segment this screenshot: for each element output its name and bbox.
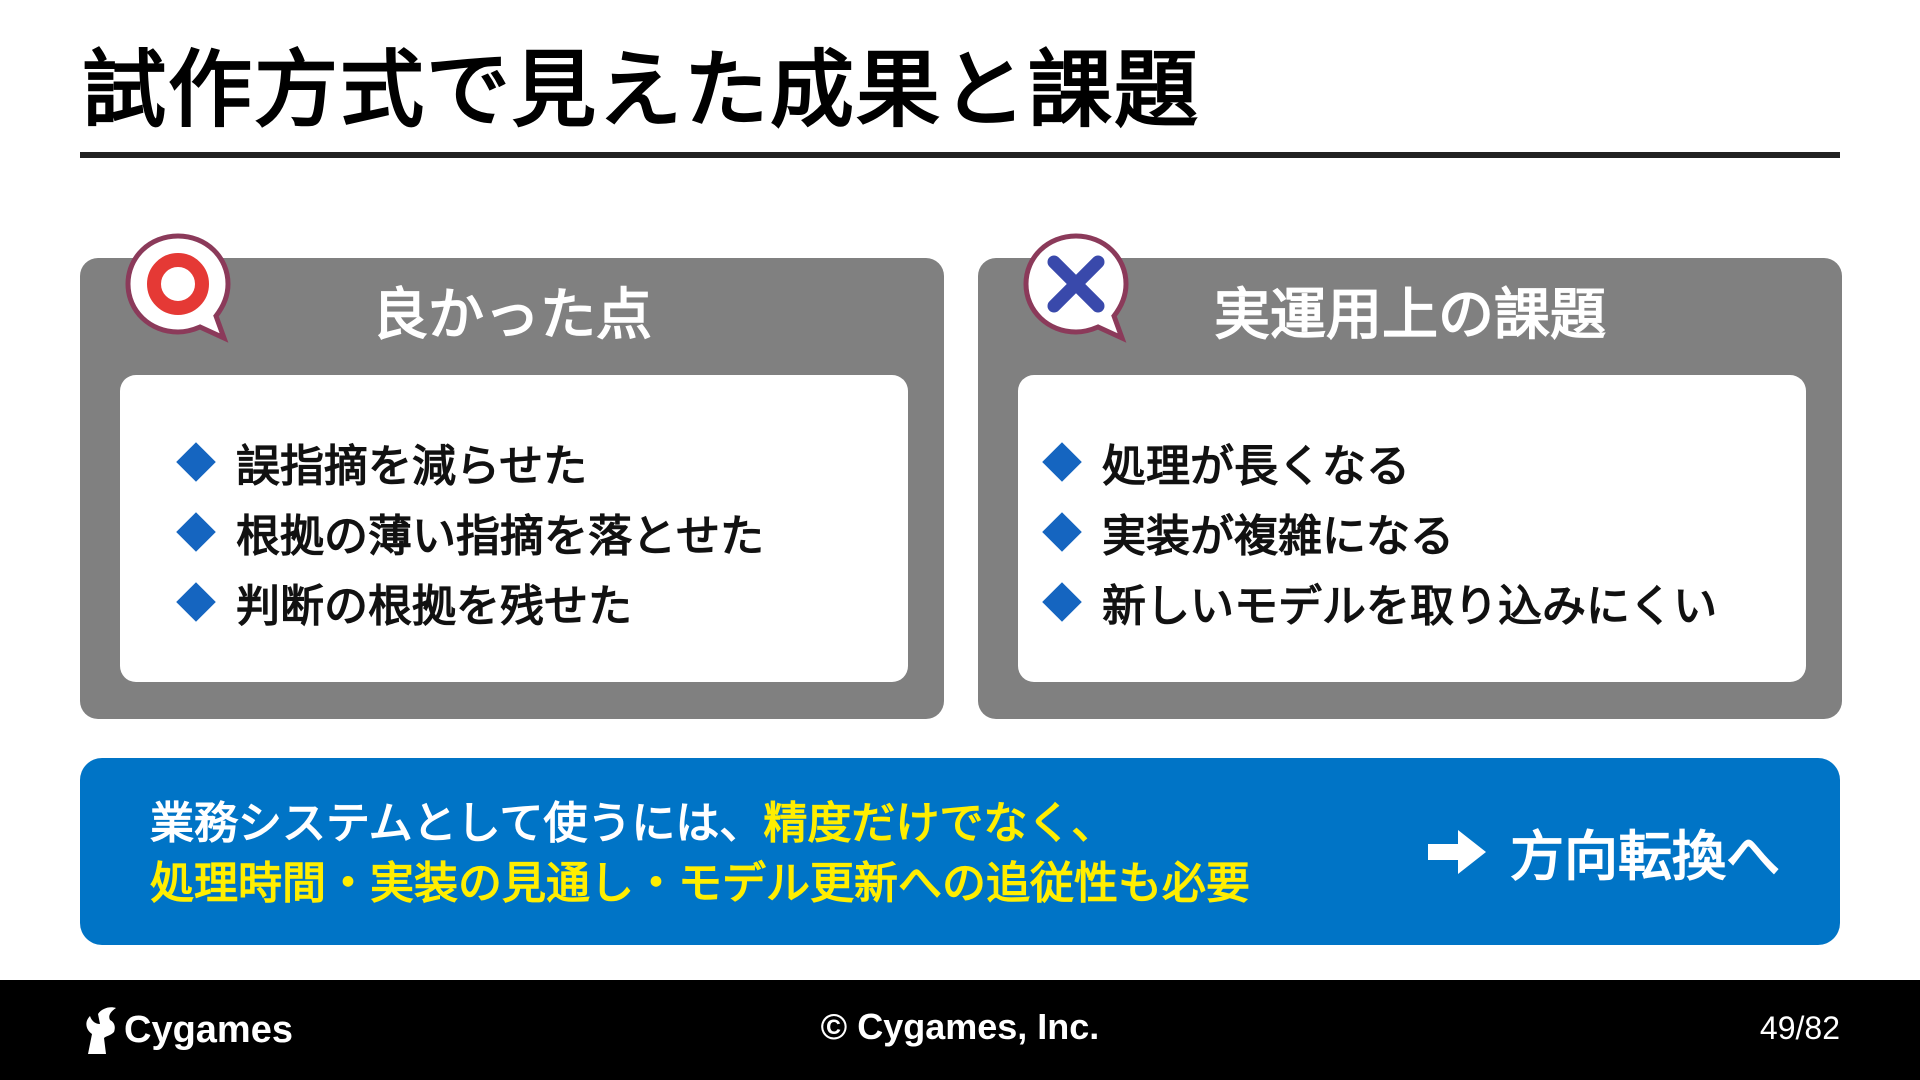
summary-line-2-highlight: 処理時間・実装の見通し・モデル更新への追従性も必要 <box>150 858 1250 909</box>
diamond-bullet-icon <box>1042 442 1082 482</box>
diamond-bullet-icon <box>1042 512 1082 552</box>
page-title: 試作方式で見えた成果と課題 <box>82 41 1201 139</box>
list-item-text: 実装が複雑になる <box>1102 511 1454 562</box>
list-item: 新しいモデルを取り込みにくい <box>1042 567 1717 637</box>
summary-action-label: 方向転換へ <box>1510 825 1780 888</box>
summary-banner: 業務システムとして使うには、精度だけでなく、 処理時間・実装の見通し・モデル更新… <box>80 758 1840 945</box>
diamond-bullet-icon <box>176 512 216 552</box>
list-item: 処理が長くなる <box>1042 427 1717 497</box>
circle-mark-icon <box>125 233 231 343</box>
good-points-list: 誤指摘を減らせた 根拠の薄い指摘を落とせた 判断の根拠を残せた <box>176 427 764 637</box>
list-item: 根拠の薄い指摘を落とせた <box>176 497 764 567</box>
cross-mark-icon <box>1023 233 1129 343</box>
title-divider <box>80 152 1840 158</box>
summary-action: 方向転換へ <box>1428 758 1780 945</box>
list-item: 判断の根拠を残せた <box>176 567 764 637</box>
summary-line-1-white: 業務システムとして使うには、 <box>150 798 764 849</box>
list-item-text: 処理が長くなる <box>1102 441 1410 492</box>
good-points-heading: 良かった点 <box>372 283 652 348</box>
good-points-box: 誤指摘を減らせた 根拠の薄い指摘を落とせた 判断の根拠を残せた <box>120 375 908 682</box>
page-number: 49/82 <box>1759 1010 1840 1046</box>
issues-panel: 実運用上の課題 処理が長くなる 実装が複雑になる 新しいモデルを取り込みにくい <box>978 233 1842 719</box>
list-item-text: 根拠の薄い指摘を落とせた <box>236 511 764 562</box>
summary-line-2: 処理時間・実装の見通し・モデル更新への追従性も必要 <box>150 854 1250 914</box>
issues-box: 処理が長くなる 実装が複雑になる 新しいモデルを取り込みにくい <box>1018 375 1806 682</box>
list-item-text: 判断の根拠を残せた <box>236 581 632 632</box>
footer-copyright: © Cygames, Inc. <box>820 1006 1100 1047</box>
footer: Cygames © Cygames, Inc. 49/82 <box>0 980 1920 1080</box>
cygames-logo-icon <box>86 1007 116 1054</box>
arrow-right-icon <box>1428 829 1486 874</box>
list-item-text: 新しいモデルを取り込みにくい <box>1102 581 1718 632</box>
summary-line-1: 業務システムとして使うには、精度だけでなく、 <box>150 794 1250 854</box>
list-item: 実装が複雑になる <box>1042 497 1717 567</box>
list-item: 誤指摘を減らせた <box>176 427 764 497</box>
footer-logo-text: Cygames <box>124 1008 293 1051</box>
diamond-bullet-icon <box>176 442 216 482</box>
diamond-bullet-icon <box>1042 582 1082 622</box>
issues-heading: 実運用上の課題 <box>1214 283 1606 348</box>
summary-line-1-highlight: 精度だけでなく、 <box>763 798 1116 849</box>
summary-text: 業務システムとして使うには、精度だけでなく、 処理時間・実装の見通し・モデル更新… <box>150 794 1250 914</box>
good-points-panel: 良かった点 誤指摘を減らせた 根拠の薄い指摘を落とせた 判断の根拠を残せた <box>80 233 944 719</box>
footer-logo: Cygames <box>80 1004 293 1056</box>
list-item-text: 誤指摘を減らせた <box>236 441 588 492</box>
diamond-bullet-icon <box>176 582 216 622</box>
issues-list: 処理が長くなる 実装が複雑になる 新しいモデルを取り込みにくい <box>1042 427 1717 637</box>
